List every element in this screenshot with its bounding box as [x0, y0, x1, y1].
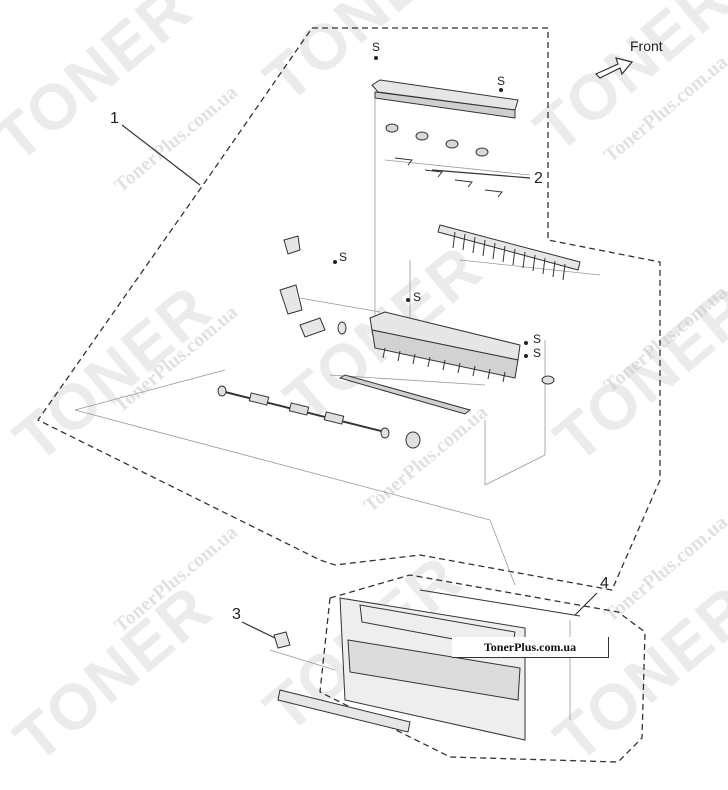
long-bar-part: [338, 374, 472, 415]
callout-2: 2: [534, 170, 543, 187]
source-url-label: TonerPlus.com.ua: [452, 637, 609, 658]
top-guide-part: [371, 79, 519, 198]
reference-lines: [74, 95, 601, 720]
assembly-1-outline: [37, 27, 661, 591]
callout-3: 3: [232, 606, 241, 623]
screw-label: S: [533, 332, 542, 346]
callout-1: 1: [110, 110, 119, 127]
part-3: [273, 631, 411, 733]
main-frame-part: [369, 311, 521, 383]
tray-assembly-part: [339, 589, 581, 741]
screw-label: S: [372, 40, 381, 54]
callout-4: 4: [600, 575, 609, 592]
bracket-parts: [279, 235, 347, 338]
front-label: Front: [630, 38, 663, 54]
screw-marker-dots: [333, 56, 528, 358]
screw-label: S: [497, 74, 506, 88]
comb-guide-part: [437, 224, 581, 281]
screw-label: S: [533, 346, 542, 360]
front-arrow-icon: [594, 57, 634, 79]
callout-leaders: [121, 124, 598, 639]
roller-shaft-part: [217, 375, 555, 449]
screw-label: S: [339, 250, 348, 264]
screw-label: S: [413, 290, 422, 304]
